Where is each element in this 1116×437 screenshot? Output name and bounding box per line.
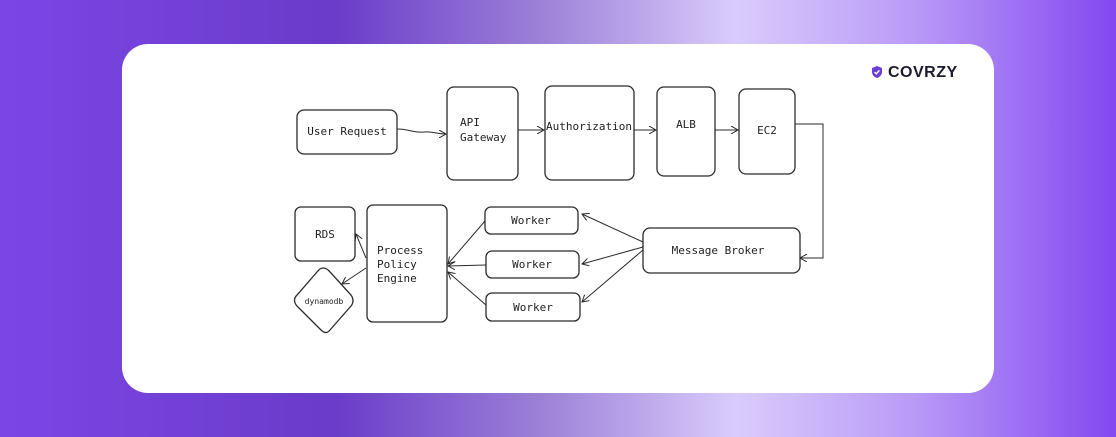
- node-authorization: Authorization: [544, 85, 635, 181]
- svg-text:EC2: EC2: [757, 124, 777, 137]
- node-worker-3: Worker: [485, 292, 581, 322]
- node-message-broker: Message Broker: [642, 227, 801, 274]
- edge-engine-to-rds: [356, 234, 367, 259]
- brand-name: COVRZY: [888, 64, 958, 81]
- svg-text:Process: Process: [377, 244, 423, 257]
- edges: [342, 123, 824, 306]
- node-user-request: User Request: [296, 109, 398, 155]
- edge-broker-to-worker-1: [582, 214, 644, 243]
- svg-text:Gateway: Gateway: [460, 131, 507, 144]
- shield-check-icon: [870, 64, 884, 83]
- node-dynamodb: dynamodb: [293, 267, 354, 334]
- svg-text:Worker: Worker: [513, 301, 553, 314]
- svg-text:Authorization: Authorization: [546, 120, 632, 133]
- node-rds: RDS: [294, 206, 356, 262]
- edge-user-to-gateway: [396, 128, 446, 134]
- edge-worker-2-to-engine: [448, 265, 487, 266]
- node-worker-2: Worker: [485, 250, 580, 279]
- svg-text:Worker: Worker: [512, 258, 552, 271]
- node-process-policy-engine: Process Policy Engine: [366, 204, 448, 323]
- edge-ec2-to-broker: [795, 123, 824, 258]
- svg-text:Worker: Worker: [511, 214, 551, 227]
- brand-logo: COVRZY: [870, 63, 958, 83]
- edge-engine-to-dynamodb: [342, 267, 367, 284]
- svg-text:dynamodb: dynamodb: [305, 297, 344, 306]
- svg-text:Message Broker: Message Broker: [672, 244, 765, 257]
- svg-text:RDS: RDS: [315, 228, 335, 241]
- svg-text:API: API: [460, 116, 480, 129]
- node-alb: ALB: [656, 86, 716, 177]
- edge-broker-to-worker-3: [582, 249, 644, 302]
- edge-broker-to-worker-2: [582, 246, 644, 264]
- svg-text:ALB: ALB: [676, 118, 696, 131]
- node-worker-1: Worker: [484, 206, 579, 235]
- svg-text:Policy: Policy: [377, 258, 417, 271]
- svg-text:Engine: Engine: [377, 272, 417, 285]
- edge-worker-3-to-engine: [448, 272, 487, 306]
- node-api-gateway: API Gateway: [446, 86, 519, 181]
- edge-worker-1-to-engine: [448, 220, 486, 264]
- node-ec2: EC2: [738, 88, 796, 175]
- svg-text:User Request: User Request: [307, 125, 386, 138]
